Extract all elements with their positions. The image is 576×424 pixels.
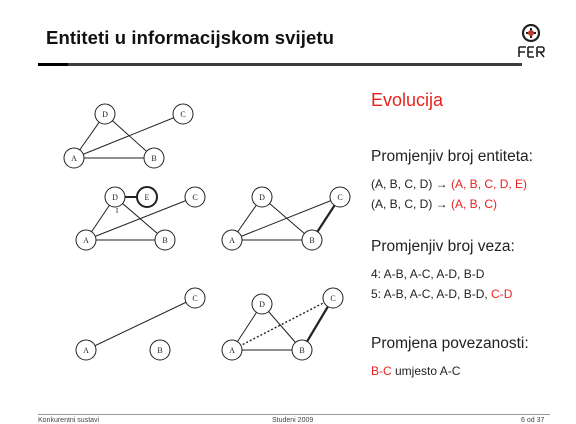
connectivity-title: Promjena povezanosti: (371, 335, 529, 352)
node-label-c: C (180, 110, 185, 119)
diagram-original: D C A B (63, 103, 194, 169)
entities-title: Promjenjiv broj entiteta: (371, 148, 533, 165)
node-label-b: B (309, 236, 314, 245)
node-label-b: B (299, 346, 304, 355)
entities-line-1-highlight: (A, B, C, D, E) (451, 177, 528, 191)
slide-title: Entiteti u informacijskom svijetu (46, 27, 335, 48)
edges-line-1: 4: A-B, A-C, A-D, B-D (371, 267, 485, 281)
text-cursor: I (116, 207, 119, 215)
footer-date: Studeni 2009 (272, 417, 314, 424)
node-label-b: B (157, 346, 162, 355)
edges-line-2-base: 5: A-B, A-C, A-D, B-D, (371, 287, 492, 301)
entities-line-2-base: (A, B, C, D) → (371, 197, 452, 211)
node-label-a: A (71, 154, 77, 163)
edges-title: Promjenjiv broj veza: (371, 238, 515, 255)
section-heading: Evolucija (371, 90, 444, 110)
connectivity-highlight: B-C (371, 364, 392, 378)
entities-line-2: (A, B, C, D) → (A, B, C) (371, 197, 497, 211)
edges-line-2-highlight: C-D (491, 287, 513, 301)
footer-page: 6 od 37 (521, 417, 545, 424)
node-label-a: A (83, 346, 89, 355)
fer-logo-icon (518, 24, 545, 58)
footer-course: Konkurentni sustavi (38, 417, 100, 424)
node-label-d: D (112, 193, 118, 202)
connectivity-line: B-C umjesto A-C (371, 364, 460, 378)
footer-divider (38, 414, 550, 415)
node-label-a: A (229, 236, 235, 245)
title-underline-accent (38, 63, 68, 66)
diagram-changed-connectivity: D C A B (221, 287, 344, 361)
node-label-e: E (145, 193, 150, 202)
node-label-d: D (102, 110, 108, 119)
node-label-d: D (259, 193, 265, 202)
node-label-a: A (229, 346, 235, 355)
diagram-removed-entity: C A B (75, 287, 206, 361)
node-label-c: C (337, 193, 342, 202)
edges-line-2: 5: A-B, A-C, A-D, B-D, C-D (371, 287, 512, 301)
node-label-d: D (259, 300, 265, 309)
diagram-added-edge: D C A B (221, 186, 351, 251)
node-label-c: C (330, 294, 335, 303)
entities-line-1: (A, B, C, D) → (A, B, C, D, E) (371, 177, 527, 191)
node-label-b: B (162, 236, 167, 245)
connectivity-rest: umjesto A-C (391, 364, 461, 378)
node-label-c: C (192, 193, 197, 202)
node-label-b: B (151, 154, 156, 163)
entities-line-2-highlight: (A, B, C) (451, 197, 498, 211)
title-underline (38, 63, 522, 66)
entities-line-1-base: (A, B, C, D) → (371, 177, 452, 191)
node-label-a: A (83, 236, 89, 245)
node-label-c: C (192, 294, 197, 303)
diagram-added-entity: D E C A B I (75, 186, 206, 251)
